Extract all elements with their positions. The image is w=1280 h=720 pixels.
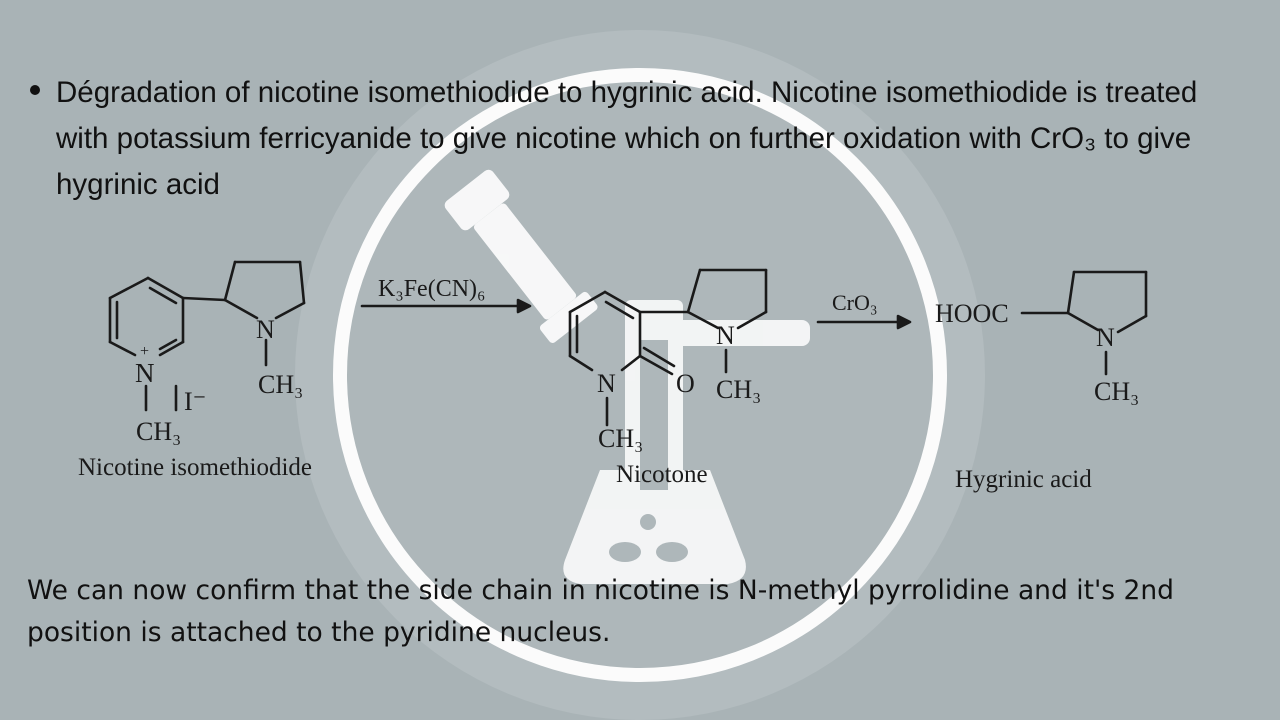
compound3-pyrrolidine-nitrogen: N xyxy=(1096,323,1115,352)
compound2-n-methyl: CH₃ xyxy=(716,375,761,404)
pyridinium-nitrogen: N xyxy=(135,358,155,388)
compound2-pyrrolidine-nitrogen: N xyxy=(716,321,735,350)
pyrrolidine-ring-2 xyxy=(686,268,768,374)
compound1-n-methyl: CH₃ xyxy=(258,370,303,399)
carboxylic-acid-group: HOOC xyxy=(935,299,1009,328)
compound1-ring-methyl: CH₃ xyxy=(136,417,181,446)
bullet-text: Dégradation of nicotine isomethiodide to… xyxy=(56,76,1198,201)
bullet-point: Dégradation of nicotine isomethiodide to… xyxy=(30,70,1240,208)
reagent-chromium-trioxide: CrO₃ xyxy=(832,290,878,315)
compound1-label: Nicotine isomethiodide xyxy=(78,454,312,481)
carbonyl-oxygen: O xyxy=(676,369,695,398)
pyrrolidine-ring-1 xyxy=(223,260,306,367)
iodide-counter-ion: I⁻ xyxy=(184,387,206,416)
pyrrolidine-ring-3 xyxy=(1020,270,1148,376)
pyridone-ring xyxy=(568,290,690,427)
compound2-label: Nicotone xyxy=(616,461,708,488)
compound1-pyrrolidine-nitrogen: N xyxy=(256,315,275,344)
reagent-ferricyanide: K₃Fe(CN)₆ xyxy=(378,276,485,302)
pyridinium-ring xyxy=(108,276,227,357)
compound3-label: Hygrinic acid xyxy=(955,466,1092,493)
compound2-ring-methyl: CH₃ xyxy=(598,424,643,453)
pyridinium-charge: + xyxy=(140,343,149,360)
conclusion-text: We can now confirm that the side chain i… xyxy=(27,575,1174,648)
pyridone-nitrogen: N xyxy=(597,369,616,398)
compound3-n-methyl: CH₃ xyxy=(1094,377,1139,406)
bullet-icon xyxy=(30,85,40,95)
